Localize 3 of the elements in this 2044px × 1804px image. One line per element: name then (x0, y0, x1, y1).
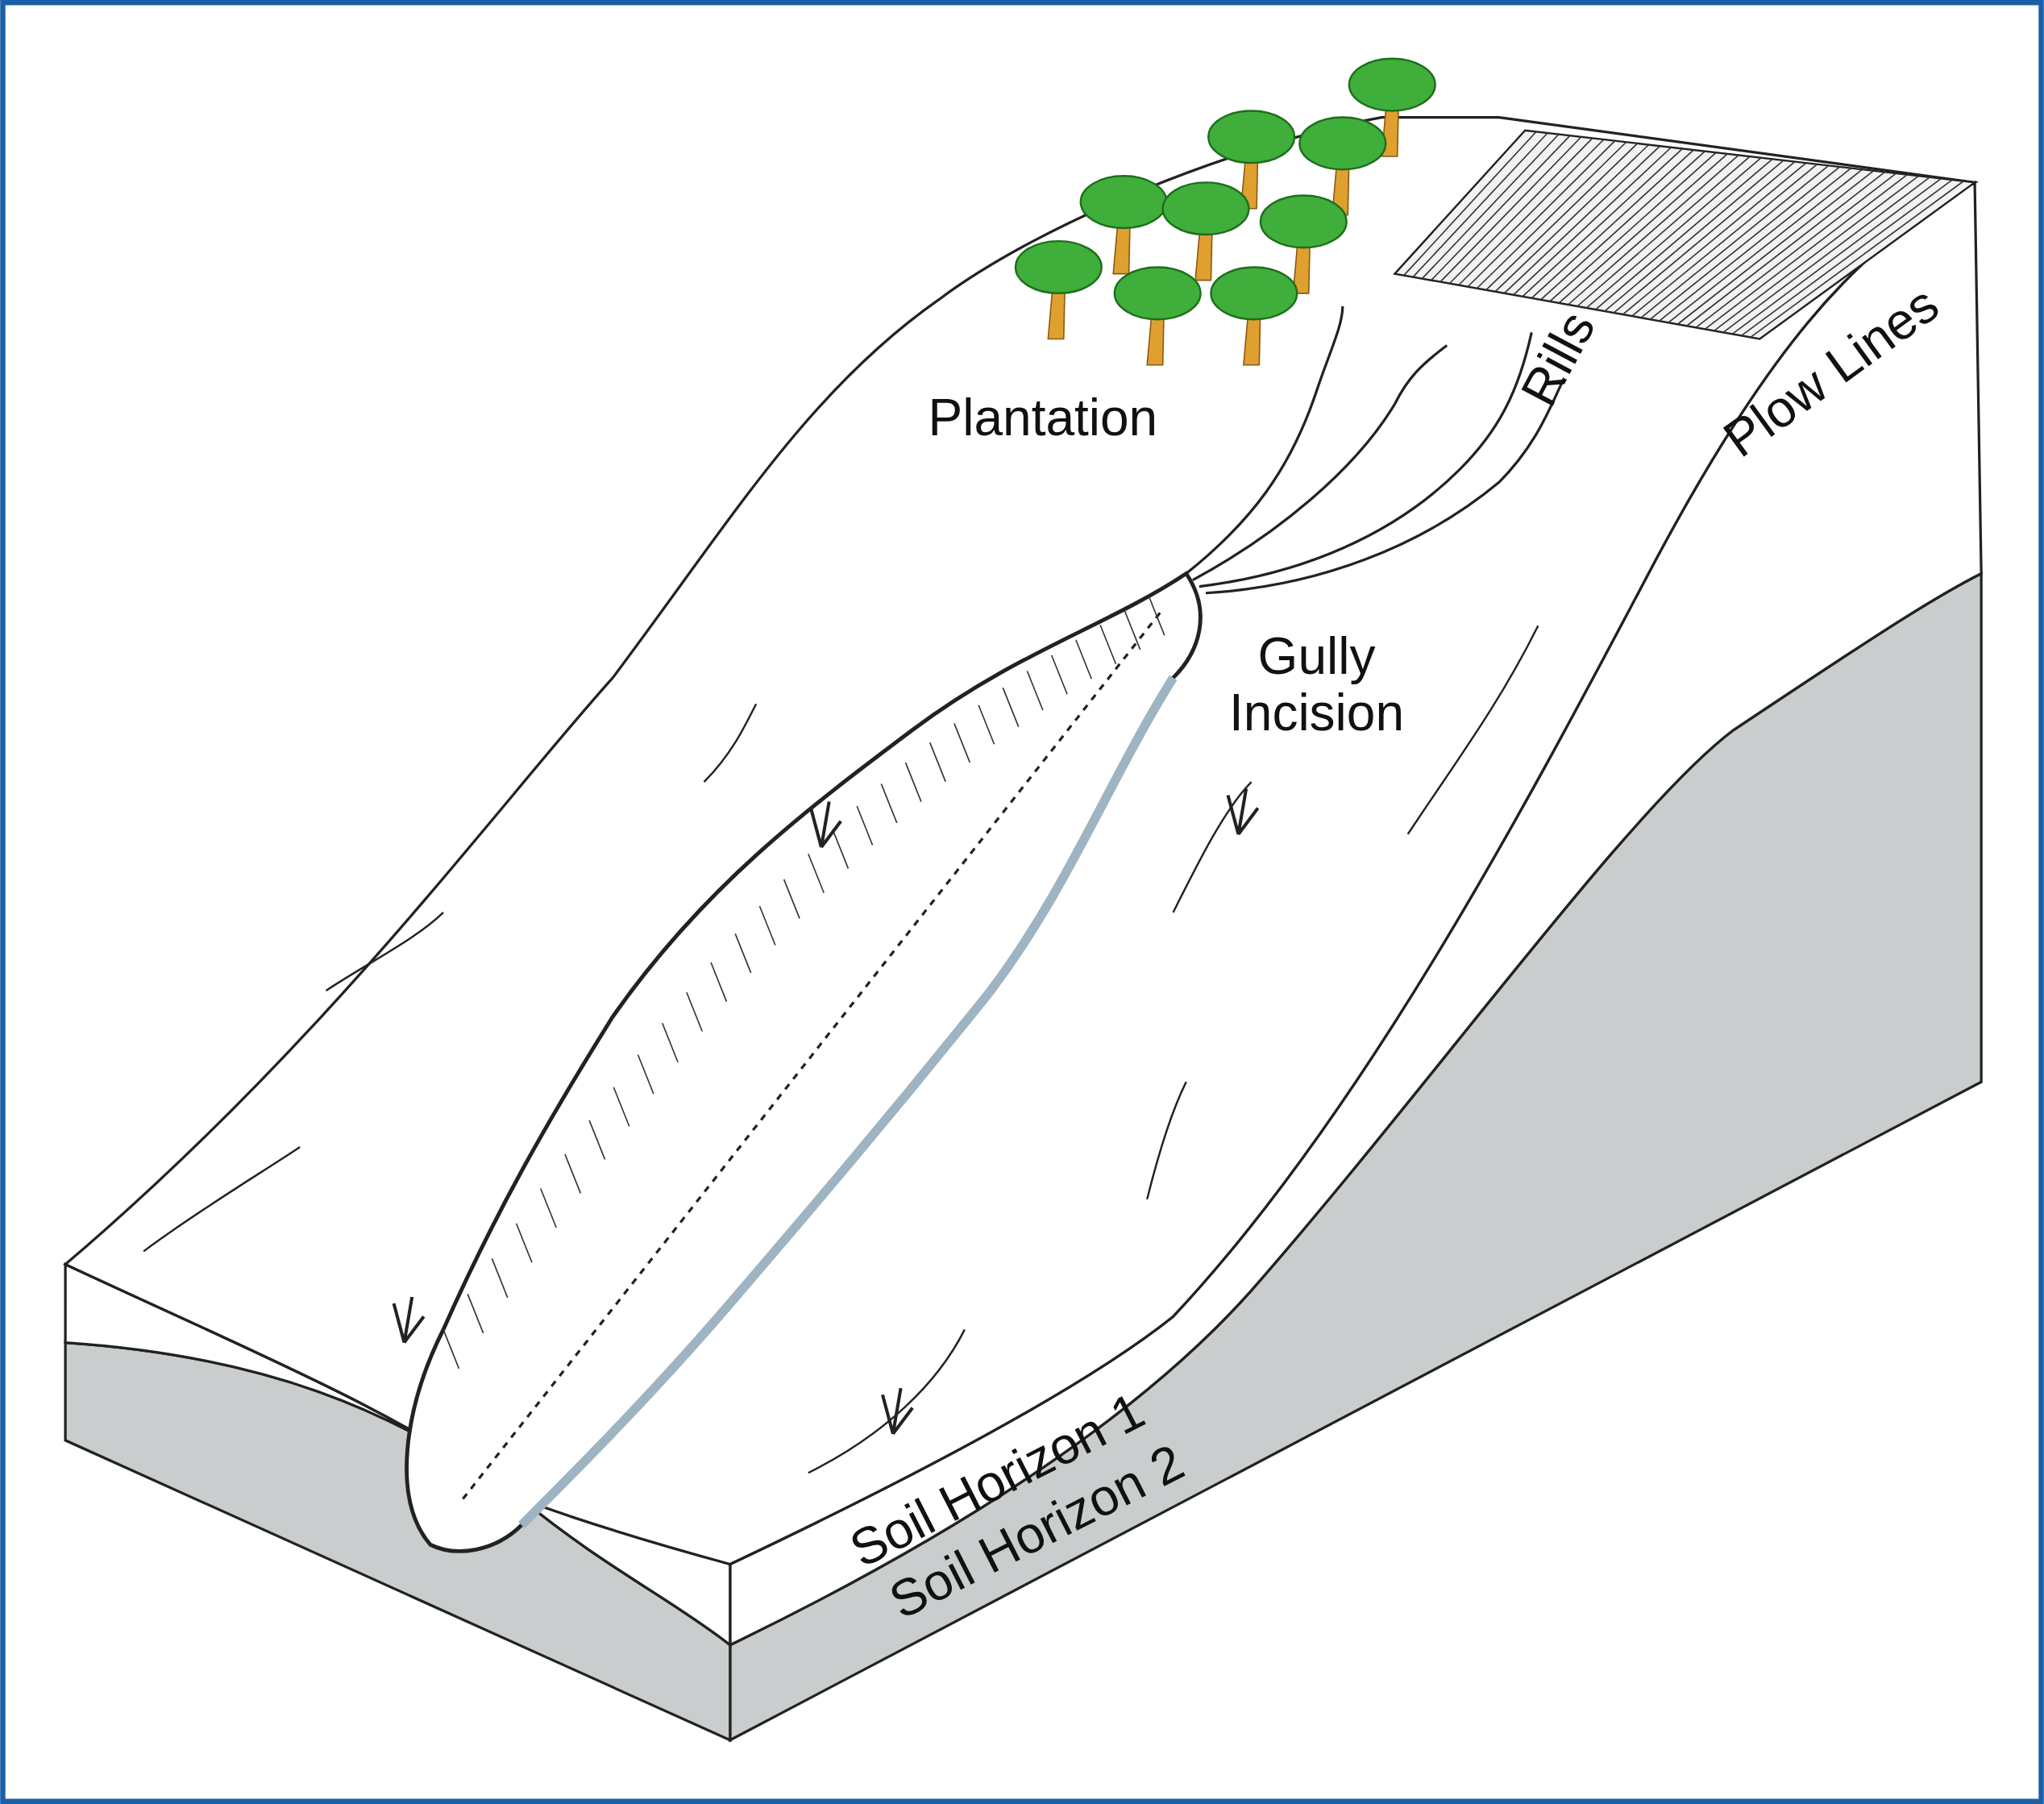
part-label: Gully Incision (1228, 627, 1405, 742)
part-label: Plantation (928, 389, 1158, 446)
part-label: Rills (1510, 301, 1606, 415)
